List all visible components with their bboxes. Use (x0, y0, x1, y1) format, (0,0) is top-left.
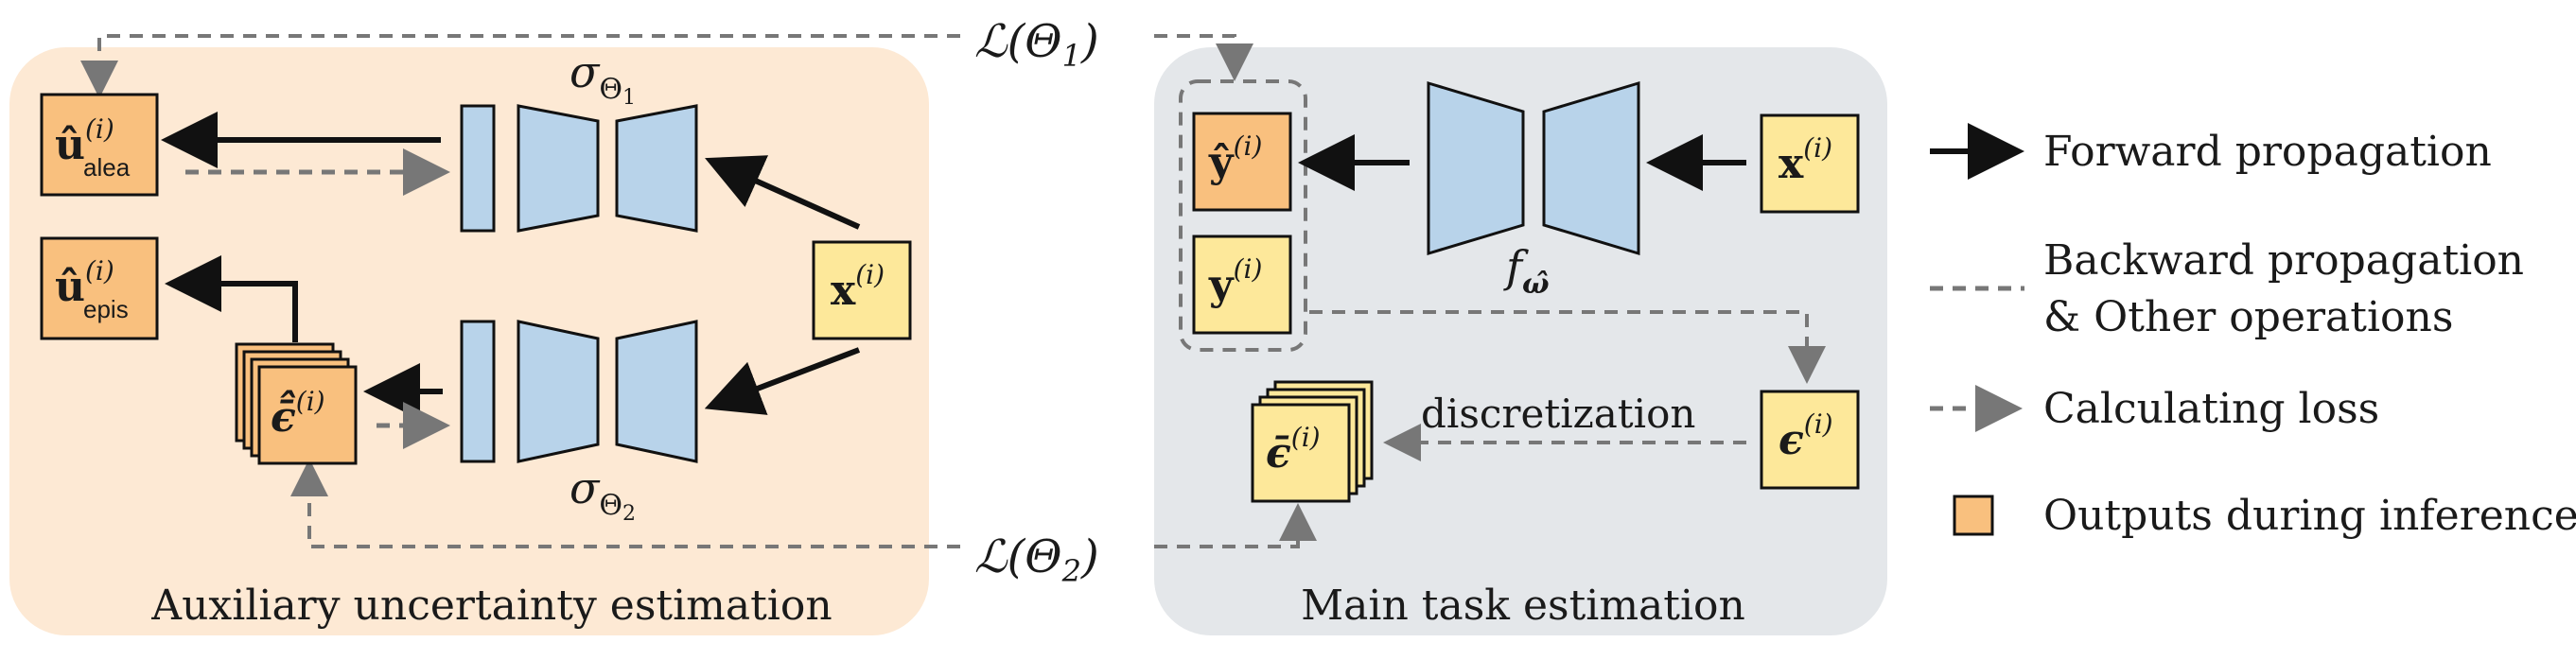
discretization-label: discretization (1421, 391, 1695, 437)
legend-loss-text: Calculating loss (2043, 385, 2379, 433)
forward-arrow-x-to-sigma1 (705, 155, 861, 230)
sigma1-feature-layer (460, 104, 496, 233)
sigma-theta2-label: σΘ2 (570, 462, 636, 526)
y-box (1192, 234, 1292, 335)
loss1-to-main-outputs-line (1154, 34, 1253, 81)
x-input-right-box (1760, 113, 1860, 214)
loss2-to-eps-hat-line (290, 459, 960, 548)
y-to-eps-line (1309, 310, 1826, 384)
x-input-left-label: x(i) (831, 259, 885, 315)
legend-backward-text-2: & Other operations (2043, 293, 2453, 341)
loss-theta1-label: ℒ(Θ1) (974, 15, 1099, 74)
sigma1-decoder (615, 104, 698, 233)
right-panel-caption: Main task estimation (1301, 582, 1745, 630)
legend: Forward propagation Backward propagation… (1930, 123, 2576, 540)
u-alea-label: û(i) alea (55, 113, 131, 182)
svg-text:ℒ(Θ1): ℒ(Θ1) (974, 15, 1099, 74)
loss2-to-eps-bar-line (1154, 503, 1317, 548)
legend-backward-text-1: Backward propagation (2043, 236, 2524, 285)
svg-text:ϵ(i): ϵ(i) (1779, 408, 1833, 464)
svg-text:ℒ(Θ2): ℒ(Θ2) (974, 530, 1099, 589)
eps-hat-label: ϵ̄̂(i) (271, 386, 325, 442)
u-alea-box (40, 93, 159, 197)
loss1-to-u-alea-line (80, 34, 960, 98)
x-input-right-label: x(i) (1779, 132, 1832, 188)
forward-arrow-x-to-sigma2 (704, 347, 861, 415)
u-epis-box (40, 236, 159, 340)
sigma2-feature-layer (460, 320, 496, 463)
sigma-theta1-label: σΘ1 (570, 46, 636, 110)
eps-label: ϵ(i) (1779, 408, 1833, 464)
y-hat-box (1192, 112, 1292, 212)
svg-text:y(i): y(i) (1208, 253, 1262, 309)
svg-text:x(i): x(i) (831, 259, 885, 315)
forward-arrow-eps-hat-to-u-epis (165, 255, 298, 342)
y-label: y(i) (1208, 253, 1262, 309)
u-epis-label: û(i) epis (55, 255, 129, 323)
eps-bar-stack (1251, 380, 1374, 503)
main-outputs-group (1179, 79, 1307, 352)
svg-text:ϵ̄̂(i): ϵ̄̂(i) (271, 386, 325, 442)
eps-bar-label: ϵ̄(i) (1266, 422, 1321, 478)
sigma1-encoder (517, 104, 600, 233)
f-network-encoder (1427, 80, 1525, 256)
legend-forward-text: Forward propagation (2043, 128, 2492, 176)
svg-text:û(i): û(i) (55, 255, 114, 311)
legend-output-swatch (1953, 495, 1994, 536)
sigma2-decoder (615, 320, 698, 463)
svg-text:x(i): x(i) (1779, 132, 1832, 188)
sigma2-encoder (517, 320, 600, 463)
svg-text:epis: epis (83, 295, 129, 323)
y-hat-label: ŷ(i) (1208, 130, 1262, 186)
eps-hat-stack (235, 342, 358, 465)
x-input-left-box (812, 240, 912, 340)
legend-outputs-text: Outputs during inference (2043, 492, 2576, 540)
loss-theta2-label: ℒ(Θ2) (974, 530, 1099, 589)
svg-text:alea: alea (83, 153, 131, 182)
svg-text:ϵ̄(i): ϵ̄(i) (1266, 422, 1321, 478)
svg-text:ŷ(i): ŷ(i) (1208, 130, 1262, 186)
eps-box (1760, 390, 1860, 490)
left-panel-caption: Auxiliary uncertainty estimation (150, 582, 832, 630)
f-network-decoder (1542, 80, 1640, 256)
svg-text:σΘ2: σΘ2 (570, 462, 636, 526)
svg-text:σΘ1: σΘ1 (570, 46, 636, 110)
svg-text:û(i): û(i) (55, 113, 114, 169)
